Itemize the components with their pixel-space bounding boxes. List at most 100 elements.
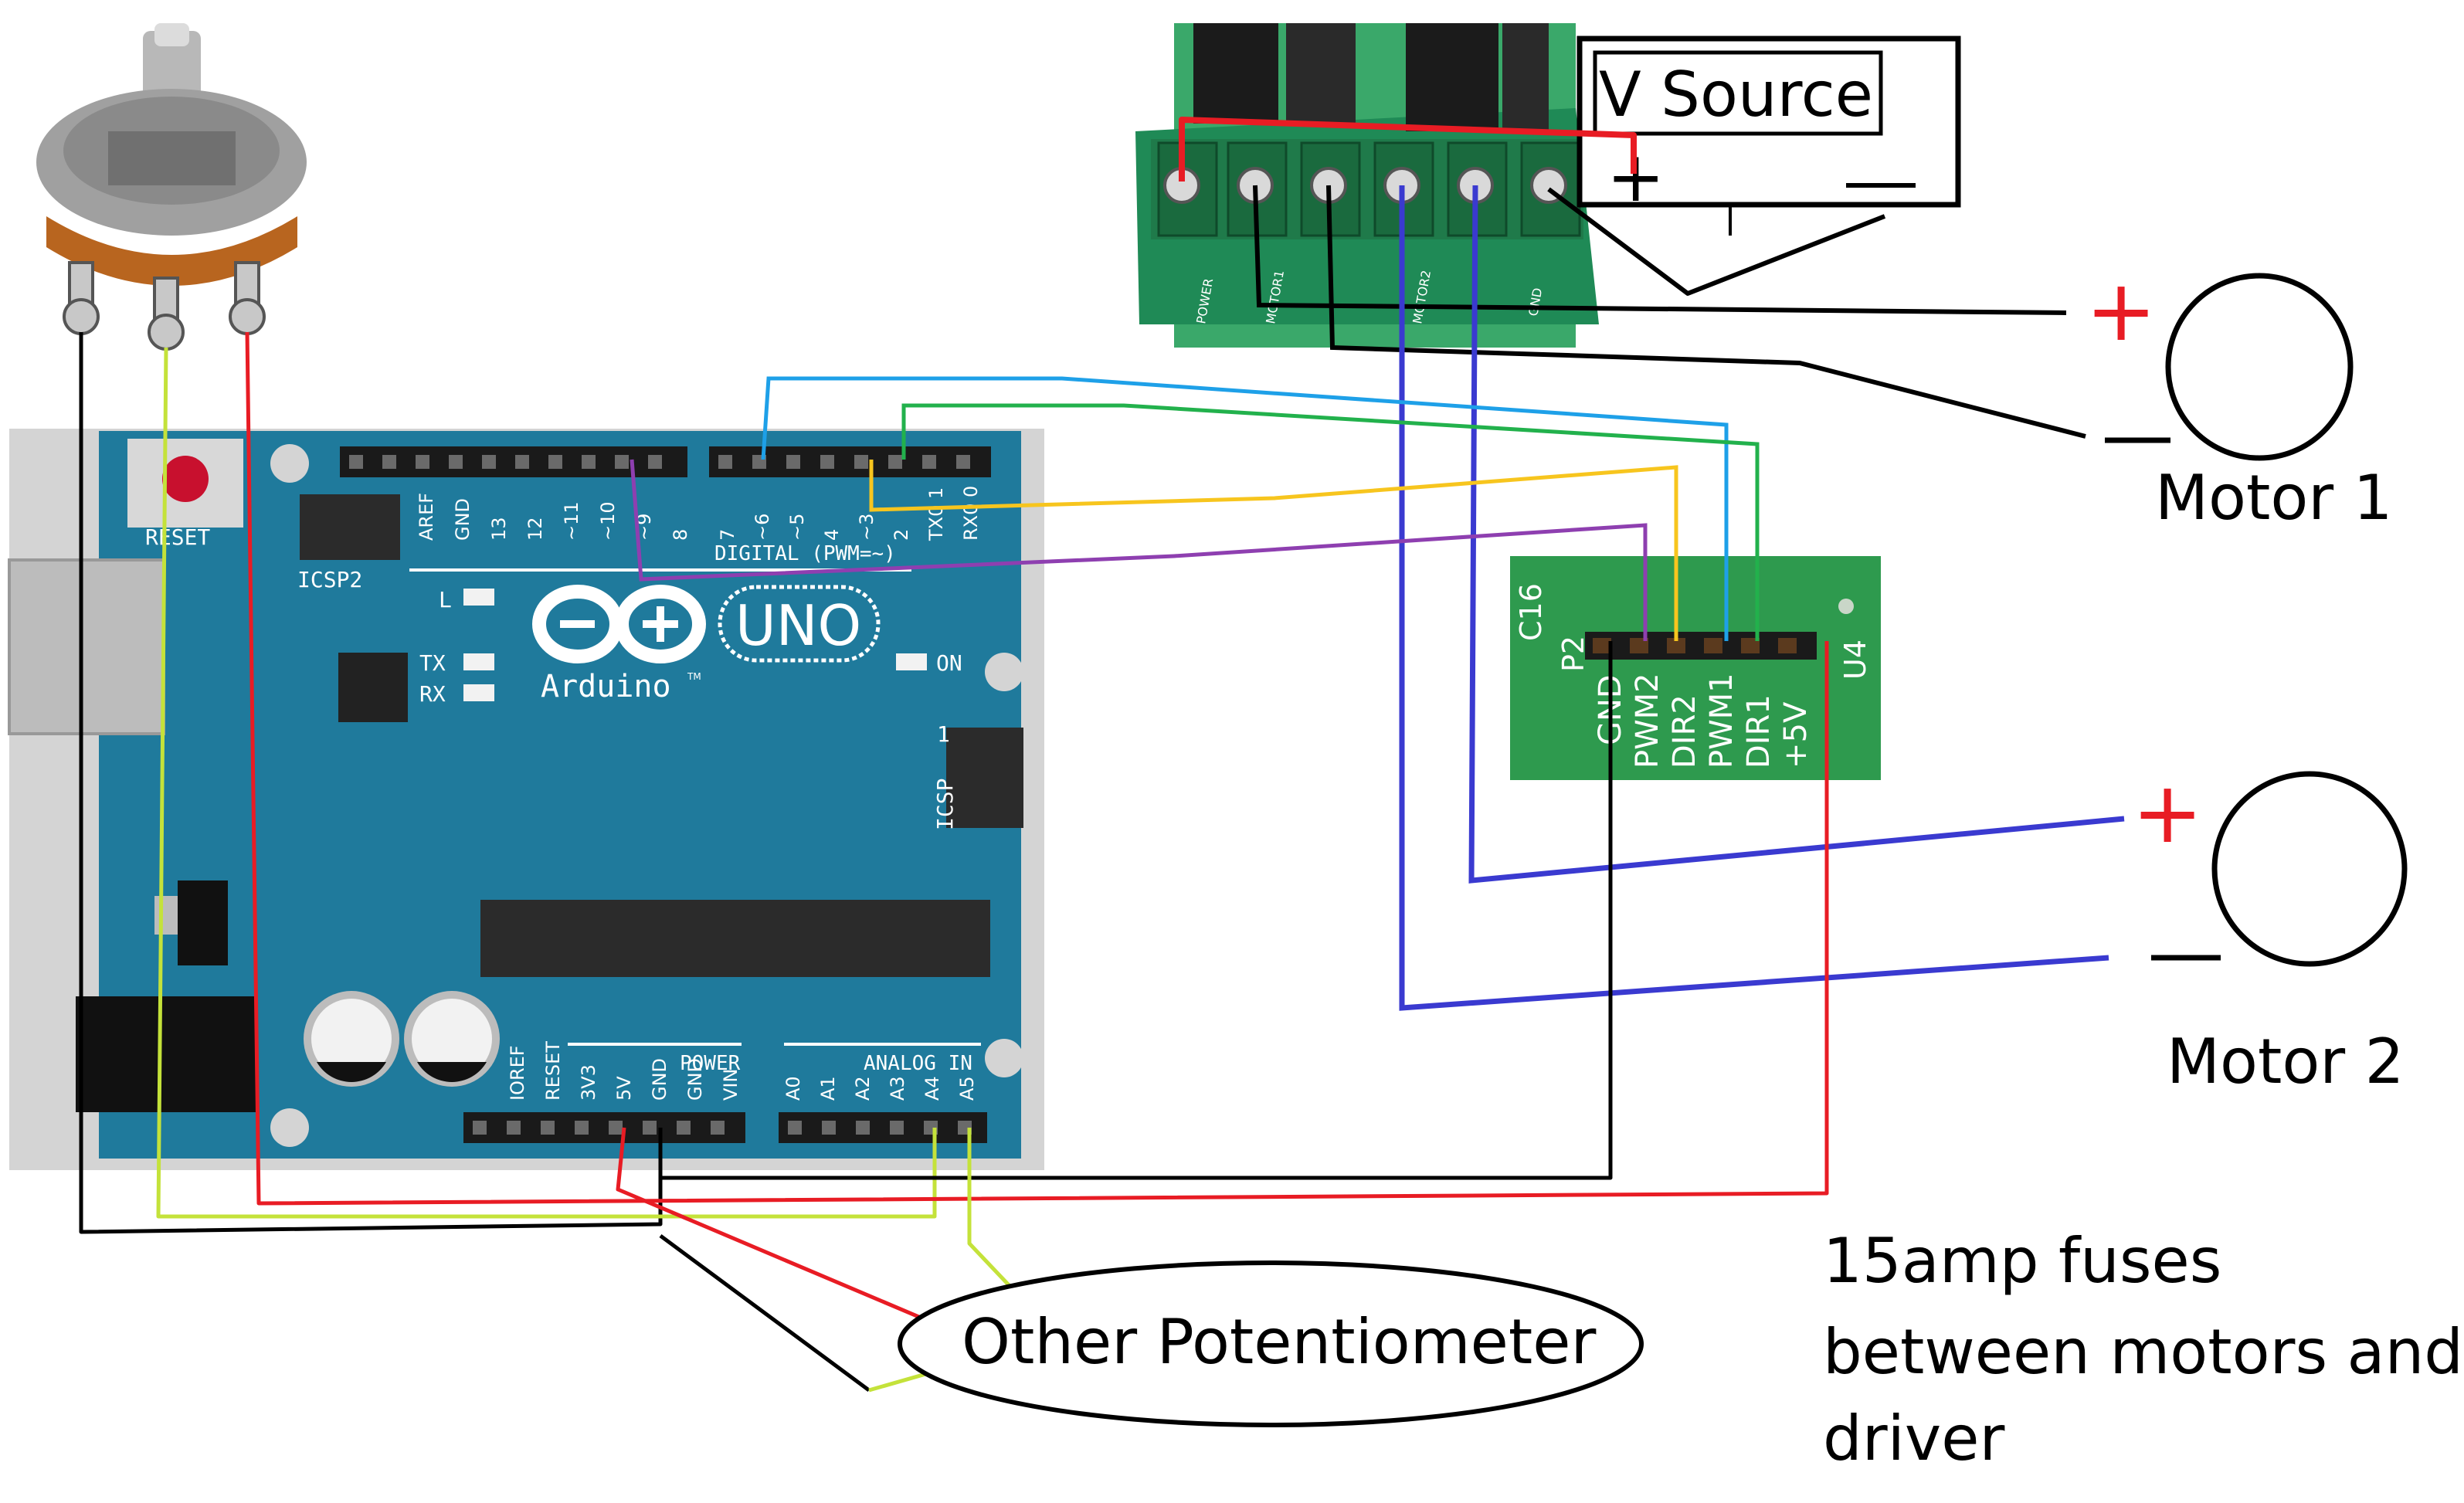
wire-yellow bbox=[869, 460, 1678, 641]
top-pin-label-4: ~11 bbox=[561, 501, 582, 541]
driver-label-c16: C16 bbox=[1514, 583, 1548, 641]
digital-pin-label-7: RX0 0 bbox=[960, 486, 982, 541]
capacitors bbox=[304, 991, 500, 1087]
usb-port bbox=[8, 558, 165, 735]
analog-pin-label-2: A2 bbox=[852, 1076, 874, 1101]
icsp-pin1: 1 bbox=[937, 721, 950, 747]
top-pin-label-0: AREF bbox=[416, 493, 437, 541]
header-pin-hole bbox=[856, 1121, 870, 1135]
header-pin-hole bbox=[507, 1121, 521, 1135]
power-label: POWER bbox=[680, 1052, 741, 1075]
v-source-label: V Source bbox=[1599, 59, 1873, 131]
header-pin-hole bbox=[449, 455, 463, 469]
power-pin-label-5: GND bbox=[684, 1058, 706, 1101]
driver-pin-dir2: DIR2 bbox=[1667, 694, 1702, 768]
header-pin-hole bbox=[786, 455, 800, 469]
driver-header bbox=[1585, 632, 1817, 660]
led-l-label: L bbox=[439, 587, 452, 612]
header-pin-hole bbox=[677, 1121, 691, 1135]
header-pin-hole bbox=[711, 1121, 725, 1135]
icsp2-label: ICSP2 bbox=[297, 567, 362, 592]
driver-pin-5v: +5V bbox=[1778, 701, 1814, 768]
v-source: V Source + bbox=[1576, 36, 1961, 236]
reset-label: RESET bbox=[145, 524, 210, 550]
analog-pin-label-3: A3 bbox=[887, 1076, 908, 1101]
analog-pin-label-5: A5 bbox=[956, 1076, 978, 1101]
motor-2: + Motor 2 bbox=[2132, 763, 2408, 1098]
digital-pin-label-2: ~5 bbox=[786, 514, 808, 541]
top-pin-label-5: ~10 bbox=[597, 501, 619, 541]
motor2-wires bbox=[1399, 185, 2125, 1011]
wire-cyan bbox=[761, 376, 1729, 641]
header-pin-hole bbox=[643, 1121, 657, 1135]
atmega-chip bbox=[480, 900, 990, 977]
terminal-block-row bbox=[1151, 139, 1583, 239]
digital-pin-label-1: ~6 bbox=[752, 514, 773, 541]
fuse-note-line-2: between motors and bbox=[1823, 1316, 2463, 1388]
header-pin-hole bbox=[922, 455, 936, 469]
driver-board: C16 P2 U4 GND PWM2 DIR2 PWM1 DIR1 +5V bbox=[1510, 556, 1881, 780]
power-wires bbox=[1179, 117, 1886, 296]
digital-label: DIGITAL (PWM=~) bbox=[714, 542, 896, 565]
header-pin-hole bbox=[575, 1121, 589, 1135]
header-pin-hole bbox=[854, 455, 868, 469]
pot-wires bbox=[79, 331, 1829, 1393]
header-pin-hole bbox=[548, 455, 562, 469]
driver-pin-pwm2: PWM2 bbox=[1630, 673, 1665, 768]
digital-pin-label-0: 7 bbox=[717, 529, 738, 541]
fuse-note-line-1: 15amp fuses bbox=[1823, 1225, 2221, 1297]
led-rx-label: RX bbox=[419, 681, 446, 707]
top-pin-label-1: GND bbox=[452, 498, 473, 541]
header-pin-hole bbox=[609, 1121, 623, 1135]
uno-label: UNO bbox=[735, 593, 861, 658]
top-pin-label-2: 13 bbox=[488, 517, 510, 541]
header-pin-hole bbox=[888, 455, 902, 469]
led-on bbox=[896, 653, 927, 670]
potentiometer bbox=[36, 23, 307, 351]
wire-green bbox=[901, 403, 1760, 641]
led-l bbox=[463, 589, 494, 606]
power-pin-label-2: 3V3 bbox=[578, 1064, 599, 1101]
fuse-note: 15amp fuses between motors and driver bbox=[1823, 1225, 2463, 1474]
header-pin-hole bbox=[615, 455, 629, 469]
header-pin-hole bbox=[473, 1121, 487, 1135]
digital-pin-label-5: 2 bbox=[891, 529, 912, 541]
motor2-plus: + bbox=[2132, 763, 2203, 862]
top-pin-label-7: 8 bbox=[670, 529, 691, 541]
header-pin-hole bbox=[956, 455, 970, 469]
fuse-note-line-3: driver bbox=[1823, 1403, 2004, 1474]
other-pot-ellipse bbox=[898, 1260, 1644, 1427]
arduino-wordmark: Arduino bbox=[541, 669, 671, 704]
analog-pin-label-0: A0 bbox=[782, 1076, 804, 1101]
signal-wires bbox=[630, 376, 1760, 641]
header-pin-hole bbox=[515, 455, 529, 469]
power-pin-label-6: VIN bbox=[720, 1069, 742, 1101]
motor2-label: Motor 2 bbox=[2167, 1026, 2405, 1098]
led-tx-label: TX bbox=[419, 650, 446, 676]
driver-pin-dir1: DIR1 bbox=[1741, 694, 1777, 768]
led-on-label: ON bbox=[936, 650, 962, 676]
motor1-plus: + bbox=[2086, 261, 2157, 360]
arduino-logo-icon bbox=[532, 585, 706, 663]
power-pin-label-3: 5V bbox=[613, 1076, 635, 1101]
header-pin-hole bbox=[541, 1121, 555, 1135]
header-pin-hole bbox=[349, 455, 363, 469]
header-pin-hole bbox=[582, 455, 596, 469]
power-jack bbox=[76, 996, 257, 1112]
other-pot-label: Other Potentiometer bbox=[962, 1306, 1596, 1378]
analog-pin-label-1: A1 bbox=[817, 1076, 839, 1101]
header-pin-hole bbox=[648, 455, 662, 469]
header-pin-hole bbox=[890, 1121, 904, 1135]
header-pin-hole bbox=[820, 455, 834, 469]
power-pin-label-4: GND bbox=[649, 1058, 670, 1101]
driver-label-u4: U4 bbox=[1838, 640, 1872, 680]
motor-1: + Motor 1 bbox=[2086, 261, 2393, 534]
motor1-wires bbox=[1253, 185, 2086, 439]
pot-pins bbox=[63, 261, 266, 351]
